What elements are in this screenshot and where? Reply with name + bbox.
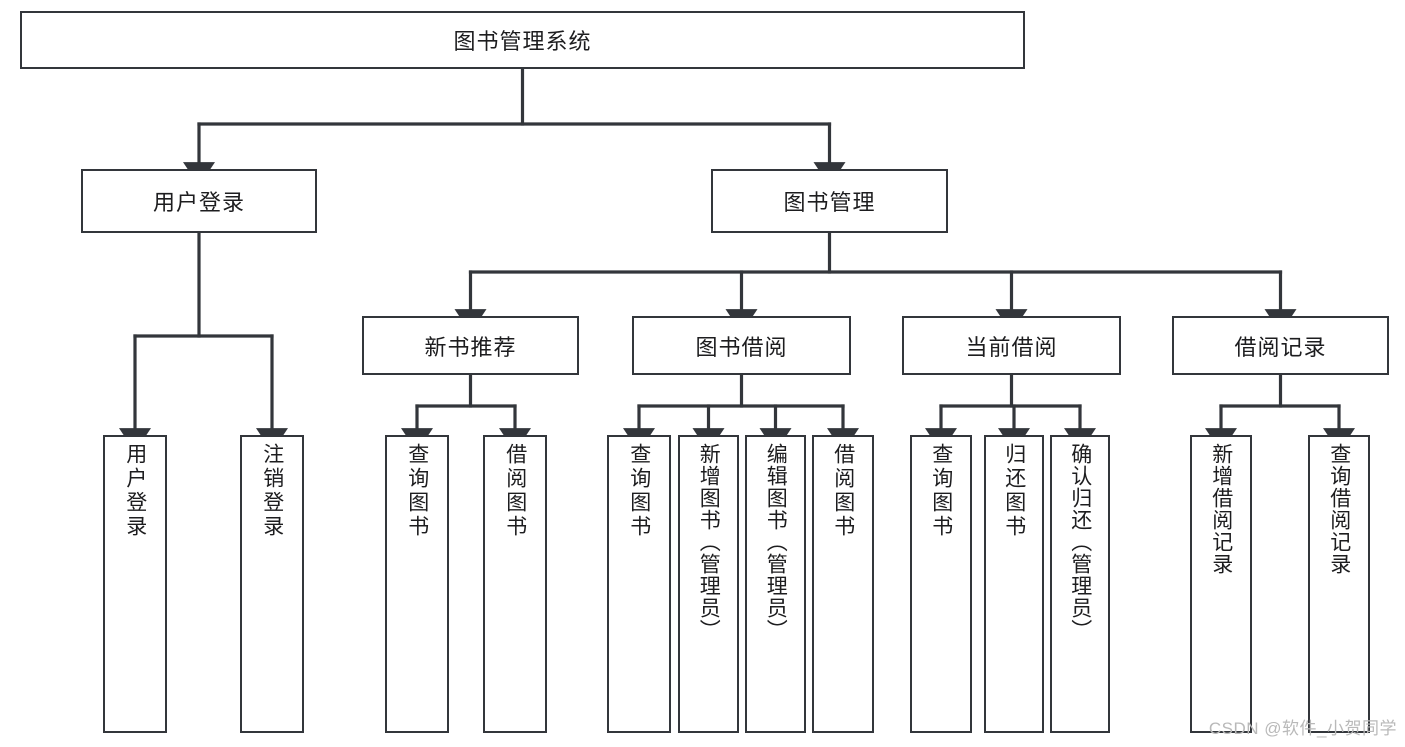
leaf-query-book-borrow[interactable]: 查询图书	[607, 435, 671, 733]
node-book-management-label: 图书管理	[783, 190, 876, 215]
node-borrow-record[interactable]: 借阅记录	[1172, 316, 1389, 375]
leaf-borrow-book-rec-label: 借阅图书	[503, 443, 527, 539]
node-user-login-label: 用户登录	[152, 190, 245, 215]
node-book-borrow-label: 图书借阅	[695, 334, 788, 360]
leaf-query-book-rec-label: 查询图书	[405, 443, 429, 539]
leaf-user-login[interactable]: 用户登录	[103, 435, 167, 733]
leaf-query-borrow-record[interactable]: 查询借阅记录	[1308, 435, 1370, 733]
leaf-logout-login[interactable]: 注销登录	[240, 435, 304, 733]
leaf-logout-login-label: 注销登录	[260, 443, 284, 539]
node-root-label: 图书管理系统	[453, 29, 592, 54]
leaf-add-borrow-record-label: 新增借阅记录	[1209, 443, 1233, 575]
leaf-confirm-return-admin[interactable]: 确认归还（管理员）	[1050, 435, 1110, 733]
node-new-book-recommend[interactable]: 新书推荐	[362, 316, 579, 375]
node-current-borrow[interactable]: 当前借阅	[902, 316, 1121, 375]
node-current-borrow-label: 当前借阅	[965, 334, 1058, 360]
leaf-query-borrow-record-label: 查询借阅记录	[1327, 443, 1351, 575]
leaf-query-book-current[interactable]: 查询图书	[910, 435, 972, 733]
leaf-borrow-book[interactable]: 借阅图书	[812, 435, 874, 733]
leaf-query-book-rec[interactable]: 查询图书	[385, 435, 449, 733]
leaf-add-book-admin-label: 新增图书（管理员）	[697, 443, 721, 641]
node-new-book-recommend-label: 新书推荐	[424, 334, 517, 360]
node-book-borrow[interactable]: 图书借阅	[632, 316, 851, 375]
leaf-borrow-book-rec[interactable]: 借阅图书	[483, 435, 547, 733]
leaf-add-borrow-record[interactable]: 新增借阅记录	[1190, 435, 1252, 733]
leaf-add-book-admin[interactable]: 新增图书（管理员）	[678, 435, 739, 733]
leaf-return-book-label: 归还图书	[1002, 443, 1026, 539]
leaf-borrow-book-label: 借阅图书	[831, 443, 855, 539]
leaf-user-login-label: 用户登录	[123, 443, 147, 539]
leaf-query-book-borrow-label: 查询图书	[627, 443, 651, 539]
leaf-query-book-current-label: 查询图书	[929, 443, 953, 539]
leaf-confirm-return-admin-label: 确认归还（管理员）	[1068, 443, 1092, 641]
leaf-edit-book-admin-label: 编辑图书（管理员）	[764, 443, 788, 641]
leaf-return-book[interactable]: 归还图书	[984, 435, 1044, 733]
node-user-login[interactable]: 用户登录	[81, 169, 317, 233]
node-root[interactable]: 图书管理系统	[20, 11, 1025, 69]
node-book-management[interactable]: 图书管理	[711, 169, 948, 233]
watermark: CSDN @软件_小贺同学	[1208, 719, 1397, 738]
node-borrow-record-label: 借阅记录	[1234, 334, 1327, 360]
leaf-edit-book-admin[interactable]: 编辑图书（管理员）	[745, 435, 806, 733]
